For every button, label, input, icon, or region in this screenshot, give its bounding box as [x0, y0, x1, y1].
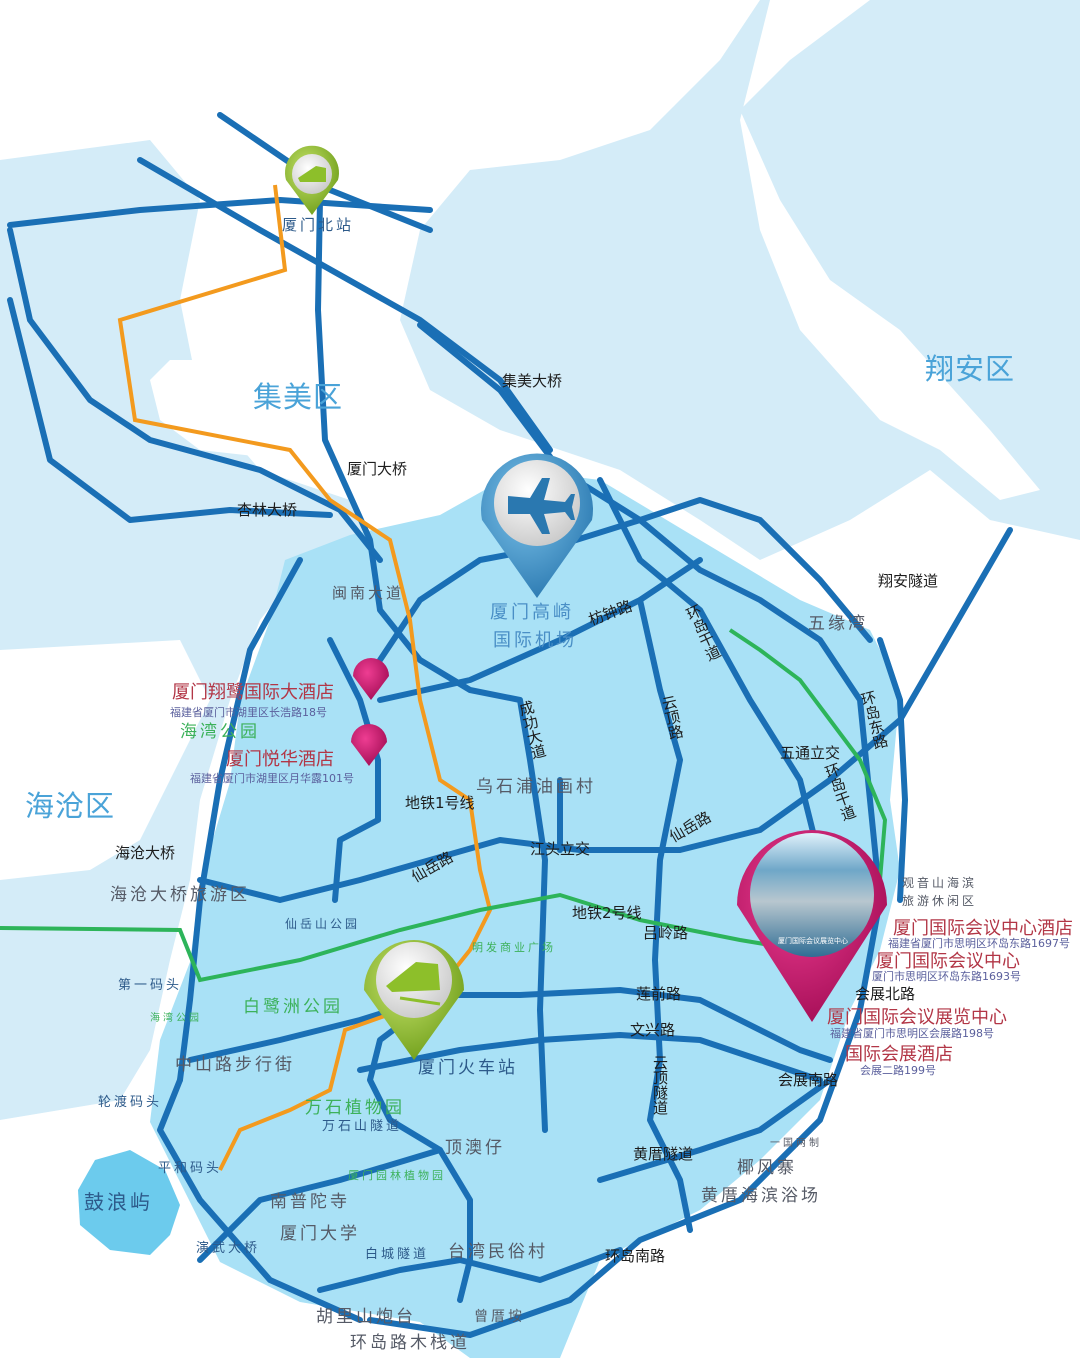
district-haicang: 海沧区: [25, 789, 116, 823]
xiangan-tunnel-label: 翔安隧道: [878, 572, 939, 590]
place-label: 平和码头: [158, 1161, 223, 1176]
airport-pin-icon[interactable]: [481, 453, 593, 598]
road-label: 莲前路: [636, 985, 682, 1003]
hotel-address: 福建省厦门市思明区环岛东路1697号: [888, 937, 1070, 950]
hotel-address: 厦门市思明区环岛东路1693号: [872, 970, 1021, 983]
hotel-name: 厦门国际会议展览中心: [827, 1007, 1007, 1028]
jimei-bridge-label: 集美大桥: [502, 372, 563, 390]
place-label: 乌石浦油画村: [476, 777, 596, 797]
place-label: 五缘湾: [808, 614, 868, 634]
sea-west: [0, 140, 380, 1120]
gulangyu-label: 鼓浪屿: [84, 1190, 153, 1214]
district-xiangan: 翔安区: [925, 352, 1016, 386]
road-label: 闽南大道: [332, 584, 405, 602]
place-label: 观音山海滨: [902, 876, 978, 890]
road-label: 演武大桥: [196, 1241, 261, 1256]
xiamen-bridge-label: 厦门大桥: [347, 460, 408, 478]
road-label: 黄厝隧道: [633, 1145, 694, 1163]
road-label: 环岛南路: [605, 1247, 666, 1265]
hotel-pin-icon[interactable]: [353, 658, 389, 700]
place-label: 海湾公园: [180, 722, 260, 742]
place-label: 海沧大桥旅游区: [110, 885, 250, 905]
road-network: [7, 112, 1013, 1338]
hotel-pin-icon[interactable]: [351, 724, 387, 766]
place-label: 厦门园林植物园: [348, 1169, 446, 1182]
haicang-land: [0, 640, 210, 880]
place-label: 黄厝海滨浴场: [701, 1186, 821, 1206]
road-label: 文兴路: [630, 1021, 676, 1039]
place-label: 环岛路木栈道: [350, 1333, 470, 1353]
place-label: 一国两制: [770, 1138, 822, 1149]
jimei-land: [150, 360, 330, 460]
haicang-bridge-label: 海沧大桥: [115, 844, 176, 862]
north-station-pin-icon[interactable]: [285, 145, 339, 215]
airport-label-2: 国际机场: [493, 630, 577, 651]
airport-label-1: 厦门高崎: [490, 602, 574, 623]
place-label: 海湾公园: [150, 1013, 202, 1024]
place-label: 中山路步行街: [175, 1055, 295, 1075]
convention-center-pin-icon[interactable]: [737, 830, 887, 1022]
road-label: 会展北路: [855, 985, 916, 1003]
metro-line-1-label: 地铁1号线: [405, 794, 475, 812]
place-label: 旅游休闲区: [902, 894, 978, 908]
railway-station-pin-icon[interactable]: [364, 940, 464, 1060]
place-label: 白鹭洲公园: [243, 997, 343, 1017]
place-label: 顶澳仔: [445, 1138, 505, 1158]
north-station-label: 厦门北站: [282, 216, 355, 234]
road-label: 江头立交: [530, 840, 591, 858]
hotel-address: 福建省厦门市湖里区月华露101号: [190, 772, 354, 785]
place-label: 曾厝垵: [474, 1309, 525, 1325]
place-label: 台湾民俗村: [448, 1242, 548, 1262]
road-label: 白城隧道: [365, 1247, 430, 1262]
road-label: 吕岭路: [643, 924, 689, 942]
island: [150, 470, 900, 1358]
place-label: 厦门大学: [280, 1224, 360, 1244]
place-label: 椰风寨: [737, 1158, 797, 1178]
place-label: 胡里山炮台: [316, 1307, 416, 1327]
place-label: 轮渡码头: [98, 1095, 163, 1110]
metro-line-1: [117, 184, 493, 1171]
place-label: 第一码头: [118, 978, 183, 993]
railway-station-label: 厦门火车站: [418, 1058, 518, 1078]
sea-north: [0, 0, 1080, 560]
hotel-name: 国际会展酒店: [845, 1044, 953, 1065]
metro-line-2-label: 地铁2号线: [572, 904, 642, 922]
hotel-name: 厦门翔鹭国际大酒店: [172, 682, 334, 703]
hotel-name: 厦门国际会议中心: [876, 951, 1020, 972]
hotel-address: 会展二路199号: [860, 1064, 936, 1077]
xinglin-bridge-label: 杏林大桥: [237, 501, 298, 519]
place-label: 万石植物园: [305, 1098, 405, 1118]
hotel-address: 福建省厦门市湖里区长浩路18号: [170, 706, 327, 719]
convention-center-photo: [750, 833, 874, 957]
place-label: 南普陀寺: [270, 1192, 350, 1212]
road-label: 云顶隧道: [651, 1055, 669, 1115]
hotel-name: 厦门悦华酒店: [226, 749, 334, 770]
place-label: 明发商业广场: [472, 941, 556, 954]
district-jimei: 集美区: [253, 380, 344, 414]
gulangyu-island: [78, 1150, 180, 1255]
road-label: 万石山隧道: [322, 1119, 403, 1134]
road-label: 会展南路: [778, 1071, 839, 1089]
place-label: 仙岳山公园: [285, 917, 361, 931]
hotel-address: 福建省厦门市思明区会展路198号: [830, 1027, 994, 1040]
photo-caption: 厦门国际会议展览中心: [778, 937, 848, 945]
hotel-name: 厦门国际会议中心酒店: [893, 918, 1073, 939]
road-label: 五通立交: [780, 744, 841, 762]
